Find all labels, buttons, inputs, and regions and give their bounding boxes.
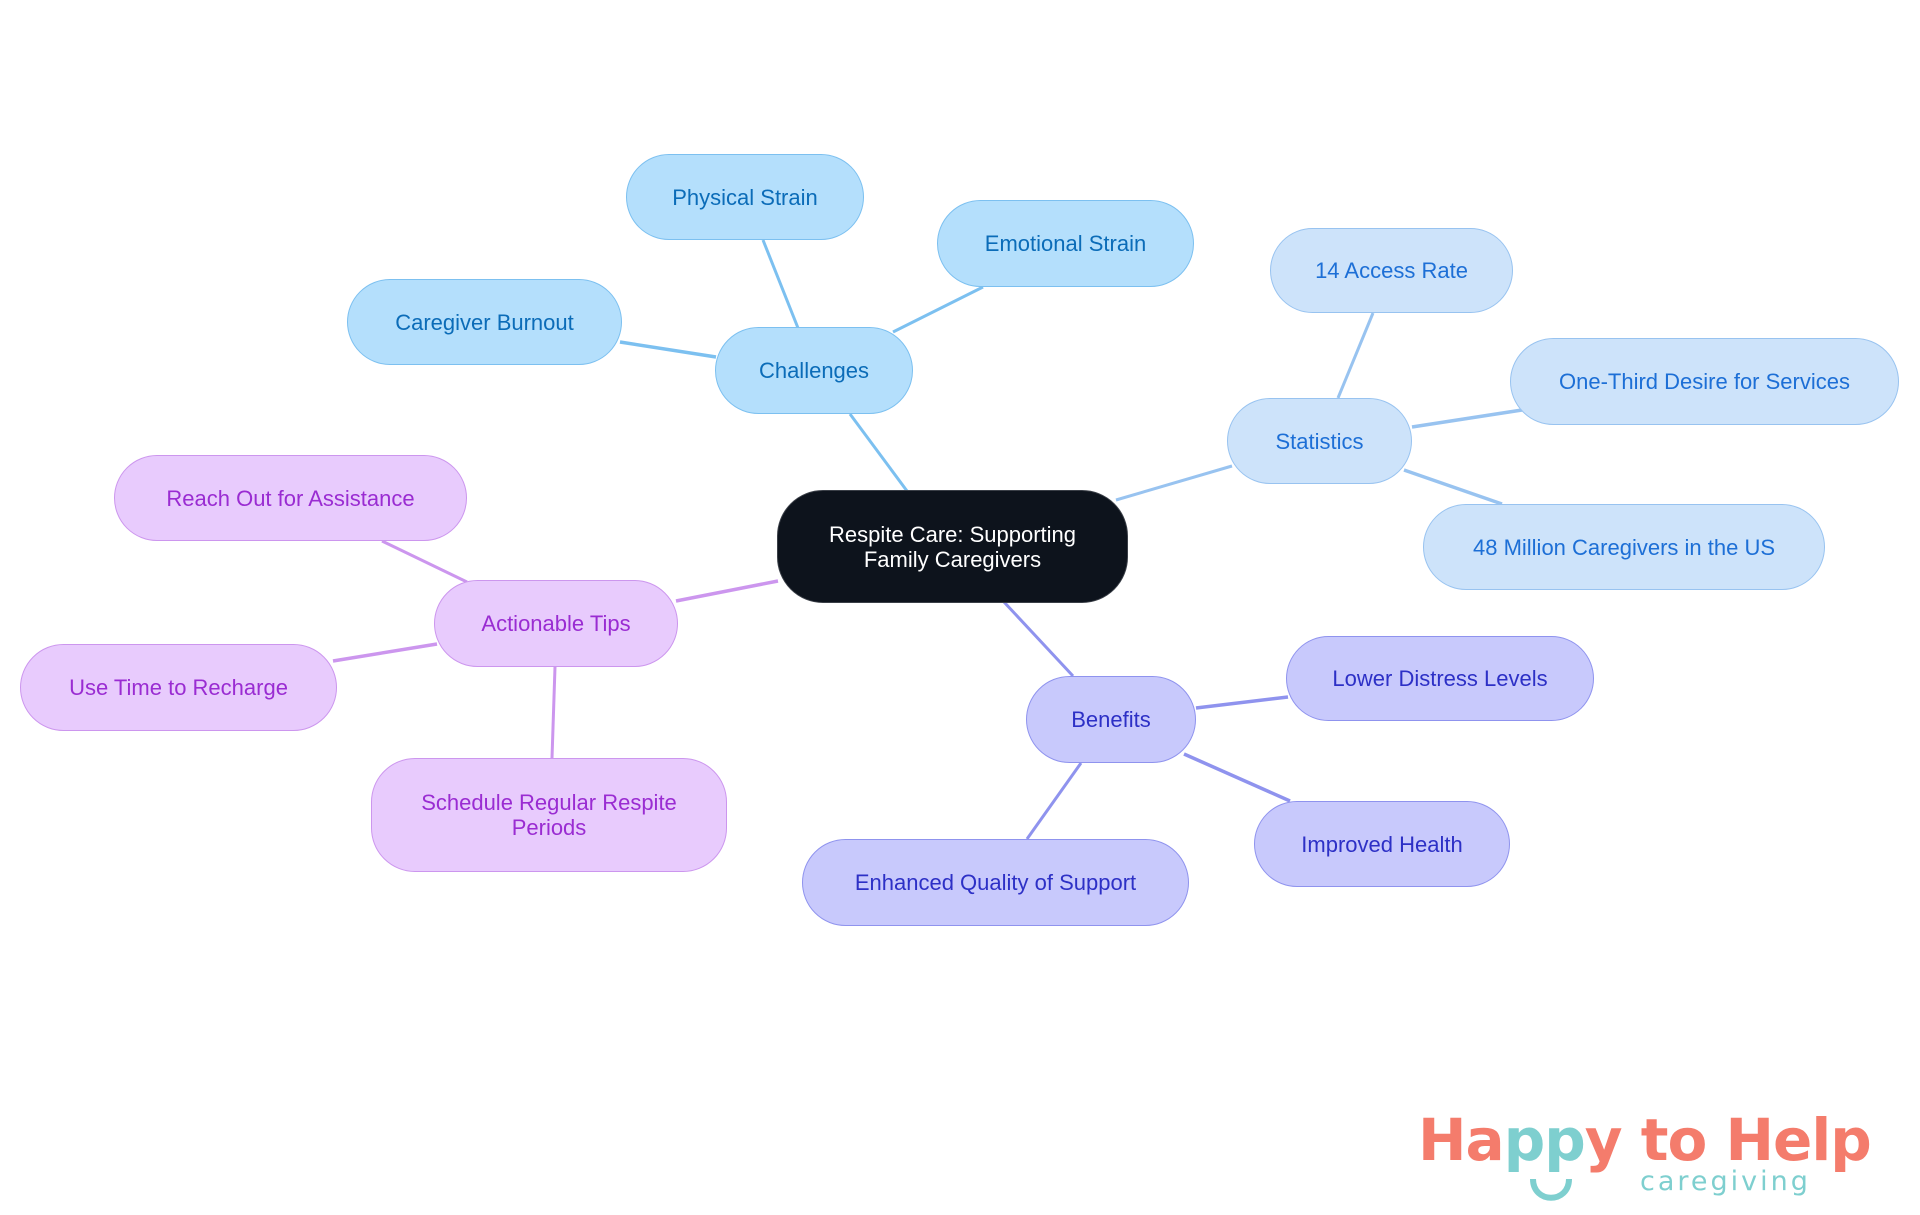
leaf-node-reach-out[interactable]: Reach Out for Assistance <box>114 455 467 541</box>
leaf-node-label: Improved Health <box>1301 831 1463 857</box>
branch-node-label: Challenges <box>758 358 870 383</box>
smile-icon <box>1530 1178 1572 1201</box>
leaf-node-48-million-caregivers[interactable]: 48 Million Caregivers in the US <box>1423 504 1825 590</box>
link-statistics-48million <box>1403 468 1503 506</box>
branch-node-statistics[interactable]: Statistics <box>1227 398 1412 484</box>
branch-node-label: Actionable Tips <box>481 611 631 636</box>
branch-node-actionable-tips[interactable]: Actionable Tips <box>434 580 678 667</box>
link-challenges-burnout <box>619 340 717 359</box>
branch-node-label: Benefits <box>1071 707 1151 732</box>
link-tips-usetime <box>332 642 438 663</box>
branch-node-benefits[interactable]: Benefits <box>1026 676 1196 763</box>
link-benefits-health <box>1183 752 1291 803</box>
logo-text-y-to-help: y to Help <box>1584 1106 1872 1174</box>
root-node-label: Respite Care: Supporting Family Caregive… <box>828 521 1077 572</box>
logo-text-pp: pp <box>1503 1106 1586 1174</box>
leaf-node-physical-strain[interactable]: Physical Strain <box>626 154 864 240</box>
leaf-node-one-third-desire[interactable]: One-Third Desire for Services <box>1510 338 1899 425</box>
leaf-node-label: One-Third Desire for Services <box>1559 369 1850 394</box>
branch-node-challenges[interactable]: Challenges <box>715 327 913 414</box>
link-tips-schedule <box>550 666 557 759</box>
logo-wordmark: Happy to Help <box>1418 1106 1872 1174</box>
link-benefits-enhanced <box>1025 762 1083 840</box>
leaf-node-use-time[interactable]: Use Time to Recharge <box>20 644 337 731</box>
link-challenges-emotional <box>892 285 984 334</box>
link-challenges-physical <box>761 239 800 329</box>
logo-text-ha: Ha <box>1418 1106 1505 1174</box>
leaf-node-label: Emotional Strain <box>984 231 1147 256</box>
leaf-node-caregiver-burnout[interactable]: Caregiver Burnout <box>347 279 622 365</box>
link-root-challenges <box>848 413 909 492</box>
leaf-node-label: Enhanced Quality of Support <box>854 870 1137 895</box>
leaf-node-access-rate[interactable]: 14 Access Rate <box>1270 228 1513 313</box>
link-benefits-distress <box>1195 695 1289 710</box>
leaf-node-label: Lower Distress Levels <box>1332 666 1548 691</box>
leaf-node-label: Caregiver Burnout <box>395 309 574 335</box>
leaf-node-lower-distress[interactable]: Lower Distress Levels <box>1286 636 1594 721</box>
leaf-node-label: Use Time to Recharge <box>69 675 288 700</box>
link-root-tips <box>675 579 779 603</box>
leaf-node-emotional-strain[interactable]: Emotional Strain <box>937 200 1194 287</box>
leaf-node-schedule-respite[interactable]: Schedule Regular Respite Periods <box>371 758 727 872</box>
leaf-node-label: Physical Strain <box>672 184 818 210</box>
link-statistics-onethird <box>1411 408 1523 429</box>
link-root-benefits <box>1002 600 1075 678</box>
leaf-node-label: 14 Access Rate <box>1315 258 1468 283</box>
logo-subtitle: caregiving <box>1640 1166 1811 1197</box>
leaf-node-label: Schedule Regular Respite Periods <box>421 790 677 840</box>
link-statistics-access <box>1336 312 1375 399</box>
leaf-node-label: 48 Million Caregivers in the US <box>1472 534 1776 560</box>
happy-to-help-logo: Happy to Help caregiving <box>1418 1108 1878 1208</box>
branch-node-label: Statistics <box>1275 428 1364 454</box>
leaf-node-label: Reach Out for Assistance <box>166 485 415 511</box>
link-tips-reachout <box>381 539 468 584</box>
leaf-node-enhanced-quality[interactable]: Enhanced Quality of Support <box>802 839 1189 926</box>
root-node[interactable]: Respite Care: Supporting Family Caregive… <box>777 490 1128 603</box>
leaf-node-improved-health[interactable]: Improved Health <box>1254 801 1510 887</box>
link-root-statistics <box>1115 464 1233 502</box>
